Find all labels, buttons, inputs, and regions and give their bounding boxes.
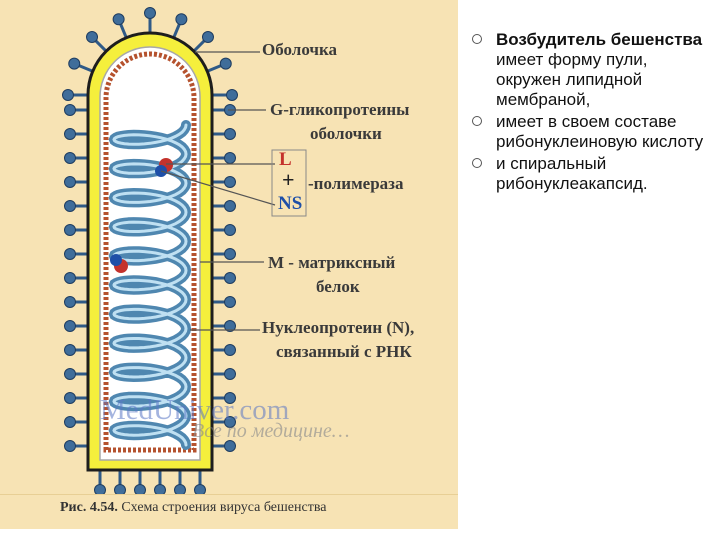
polymerase-markers: [110, 158, 173, 273]
label-matrix-line1: М - матриксный: [268, 253, 396, 272]
bullet-item-1: Возбудитель бешенства имеет форму пули, …: [470, 30, 716, 110]
figure-panel: Оболочка G-гликопротеины оболочки L + -п…: [0, 0, 458, 529]
circle-bullet-icon: [472, 34, 482, 44]
glycoprotein-spikes: [62, 7, 238, 496]
bullet-item-3: и спиральный рибонуклеакапсид.: [470, 154, 716, 194]
rabies-virus-diagram: [62, 7, 307, 496]
caption-number: Рис. 4.54.: [60, 500, 118, 515]
circle-bullet-icon: [472, 116, 482, 126]
figure-caption: Рис. 4.54. Схема строения вируса бешенст…: [60, 500, 326, 516]
label-plus: +: [282, 167, 295, 192]
label-envelope: Оболочка: [262, 40, 337, 59]
caption-strip: [0, 494, 458, 529]
label-L: L: [279, 149, 292, 170]
label-matrix-line2: белок: [316, 277, 360, 296]
label-NS: NS: [278, 193, 303, 214]
watermark-site: MedUniver.com: [100, 394, 290, 426]
bullet-1-text: имеет форму пули, окружен липидной мембр…: [496, 50, 648, 109]
polymerase-label-box: [271, 149, 307, 217]
caption-text: Схема строения вируса бешенства: [117, 500, 327, 515]
label-glycoprotein-line1: G-гликопротеины: [270, 100, 410, 119]
label-nucleoprotein-line1: Нуклеопротеин (N),: [262, 318, 415, 337]
bullet-item-2: имеет в своем составе рибонуклеиновую ки…: [470, 112, 716, 152]
bullet-3-text: и спиральный рибонуклеакапсид.: [496, 154, 648, 193]
bullet-2-text: имеет в своем составе рибонуклеиновую ки…: [496, 112, 704, 151]
watermark-tagline: Все по медицине…: [192, 420, 350, 442]
label-nucleoprotein-line2: связанный с РНК: [276, 342, 412, 361]
circle-bullet-icon: [472, 158, 482, 168]
leader-lines: [160, 51, 276, 331]
bullet-text-panel: Возбудитель бешенства имеет форму пули, …: [470, 30, 716, 196]
bullet-1-bold: Возбудитель бешенства: [496, 30, 703, 49]
label-glycoprotein-line2: оболочки: [310, 124, 382, 143]
label-polymerase: -полимераза: [308, 174, 404, 193]
